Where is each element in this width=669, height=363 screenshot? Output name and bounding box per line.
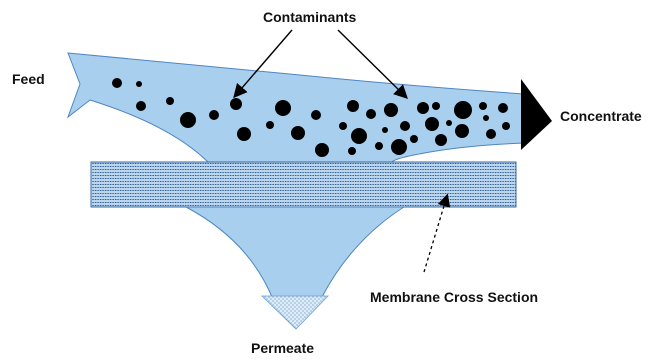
permeate-stream (186, 207, 404, 297)
membrane-cross-section-label: Membrane Cross Section (370, 289, 538, 305)
feed-label: Feed (12, 71, 45, 87)
permeate-label: Permeate (251, 340, 314, 356)
concentrate-outlet-arrow (521, 79, 552, 150)
contaminants-label: Contaminants (263, 9, 356, 25)
concentrate-label: Concentrate (560, 108, 642, 124)
permeate-outlet-arrow (262, 296, 328, 329)
membrane-cross-section (91, 162, 516, 207)
